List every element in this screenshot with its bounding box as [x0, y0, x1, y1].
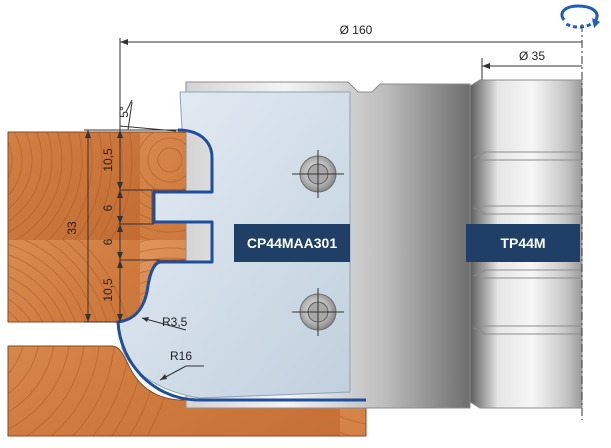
dimension-diameter-inner-label: Ø 35: [519, 49, 545, 63]
radius-large-label: R16: [170, 349, 192, 363]
radius-large-callout: [159, 365, 204, 381]
radius-small-label: R3,5: [162, 315, 188, 329]
bolt-lower: [292, 288, 344, 336]
rotation-arrow-icon: [560, 4, 600, 29]
dimension-seg-groove-bottom-label: 6: [101, 238, 115, 245]
dimension-angle-label: 5°: [117, 106, 131, 118]
dimension-seg-bottom-label: 10,5: [101, 278, 115, 302]
dimension-diameter-outer-label: Ø 160: [340, 23, 373, 37]
dimension-seg-top-label: 10,5: [101, 148, 115, 172]
dimension-diameter-inner: [481, 58, 582, 80]
knife-code-label: CP44MAA301: [247, 235, 337, 251]
cutting-profile: [116, 128, 366, 402]
bolt-upper: [292, 150, 344, 198]
dimension-diameter-outer: [119, 38, 582, 322]
wood-lower: [7, 345, 367, 437]
dimension-seg-groove-top-label: 6: [101, 204, 115, 211]
dimension-vertical-stack: [84, 129, 178, 323]
body-code-badge: [466, 224, 580, 262]
knife-code-badge: [234, 224, 350, 262]
spindle-grooves: [473, 151, 582, 335]
radius-small-callout: [141, 317, 187, 331]
body-code-label: TP44M: [500, 235, 545, 251]
dimension-total-height-label: 33: [65, 221, 79, 235]
